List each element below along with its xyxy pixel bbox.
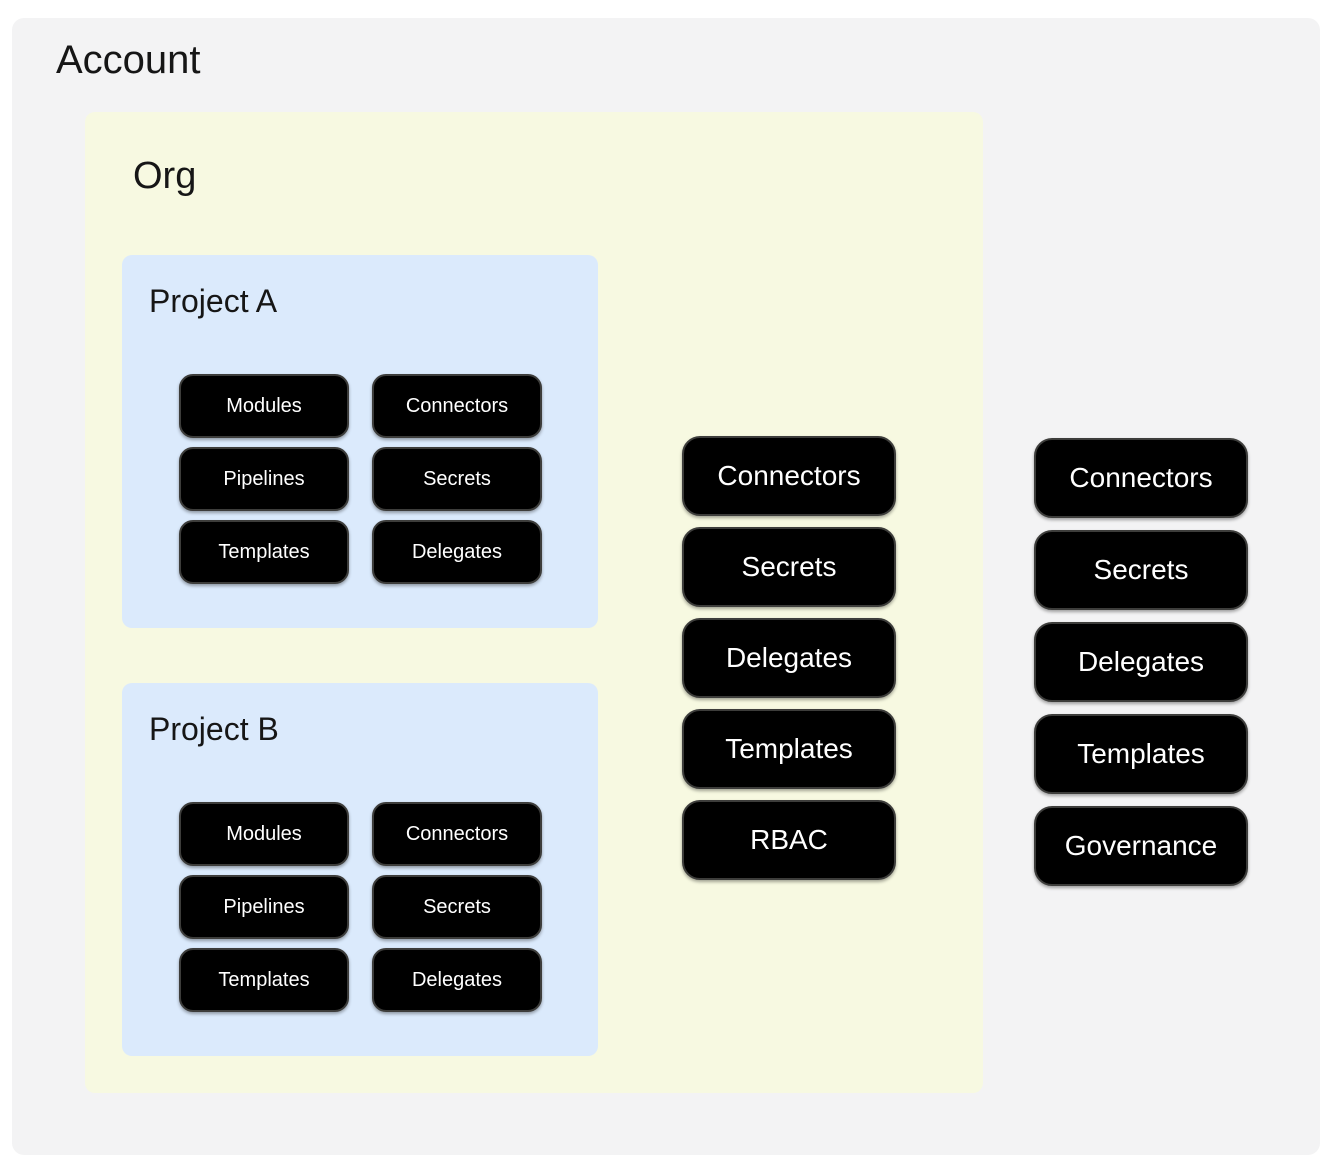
- project-b-node-templates: Templates: [179, 948, 349, 1012]
- org-node-rbac: RBAC: [682, 800, 896, 880]
- project-b-container: Project B Modules Connectors Pipelines S…: [122, 683, 598, 1056]
- org-container: Org Project A Modules Connectors Pipelin…: [85, 112, 983, 1093]
- org-resource-column: Connectors Secrets Delegates Templates R…: [682, 436, 896, 880]
- account-node-connectors: Connectors: [1034, 438, 1248, 518]
- account-title: Account: [56, 38, 201, 82]
- account-node-templates: Templates: [1034, 714, 1248, 794]
- project-b-node-secrets: Secrets: [372, 875, 542, 939]
- project-a-node-connectors: Connectors: [372, 374, 542, 438]
- project-a-container: Project A Modules Connectors Pipelines S…: [122, 255, 598, 628]
- project-b-node-connectors: Connectors: [372, 802, 542, 866]
- project-b-resource-grid: Modules Connectors Pipelines Secrets Tem…: [179, 802, 542, 1012]
- org-node-secrets: Secrets: [682, 527, 896, 607]
- project-a-resource-grid: Modules Connectors Pipelines Secrets Tem…: [179, 374, 542, 584]
- project-b-node-modules: Modules: [179, 802, 349, 866]
- account-node-secrets: Secrets: [1034, 530, 1248, 610]
- project-a-node-modules: Modules: [179, 374, 349, 438]
- account-resource-column: Connectors Secrets Delegates Templates G…: [1034, 438, 1248, 886]
- org-node-connectors: Connectors: [682, 436, 896, 516]
- account-node-delegates: Delegates: [1034, 622, 1248, 702]
- account-node-governance: Governance: [1034, 806, 1248, 886]
- project-b-node-pipelines: Pipelines: [179, 875, 349, 939]
- project-a-node-secrets: Secrets: [372, 447, 542, 511]
- org-title: Org: [133, 155, 197, 197]
- project-a-node-pipelines: Pipelines: [179, 447, 349, 511]
- project-b-title: Project B: [149, 711, 279, 747]
- org-node-templates: Templates: [682, 709, 896, 789]
- org-node-delegates: Delegates: [682, 618, 896, 698]
- account-container: Account Org Project A Modules Connectors…: [12, 18, 1320, 1155]
- project-a-node-delegates: Delegates: [372, 520, 542, 584]
- project-a-title: Project A: [149, 283, 278, 319]
- project-b-node-delegates: Delegates: [372, 948, 542, 1012]
- project-a-node-templates: Templates: [179, 520, 349, 584]
